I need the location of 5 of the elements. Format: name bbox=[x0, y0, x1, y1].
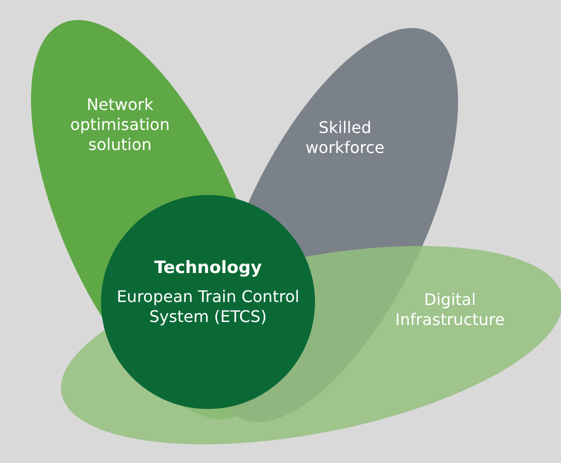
circle-heading: Technology bbox=[153, 258, 263, 278]
circle-label: European Train Control System (ETCS) bbox=[116, 287, 300, 327]
petal-label: Skilled workforce bbox=[304, 118, 386, 158]
petal-label: Network optimisation solution bbox=[69, 94, 171, 155]
petal-label: Digital Infrastructure bbox=[394, 290, 506, 330]
